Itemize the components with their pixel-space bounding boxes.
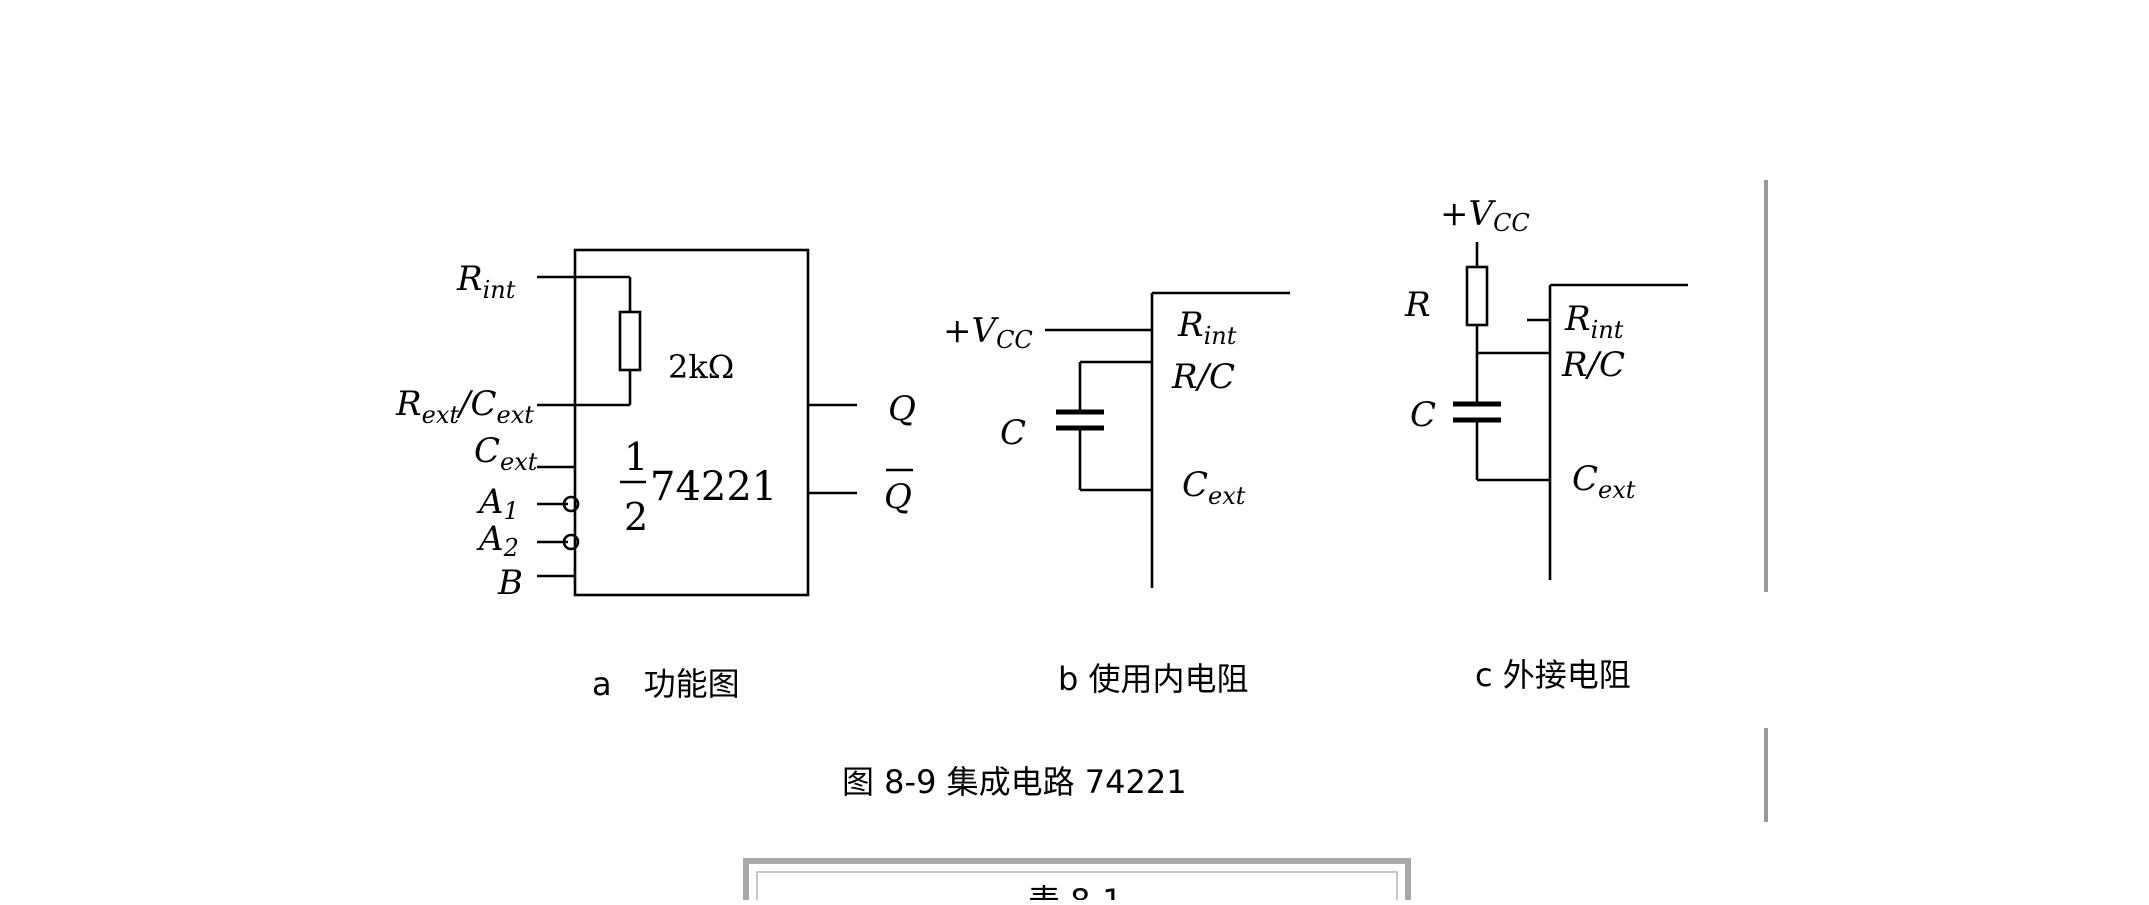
label-resistor-c: R — [1404, 285, 1431, 325]
label-rext-cext: Rext/Cext — [395, 384, 534, 429]
a1-inversion-bubble — [562, 495, 580, 513]
label-b: B — [497, 563, 523, 603]
caption-c: c 外接电阻 — [1475, 656, 1631, 694]
table-8-1-header: 表 8-1 — [743, 858, 1411, 905]
label-resistor-2k-ohm: 2kΩ — [668, 348, 734, 386]
diagram-a-functional: Rint 2kΩ Rext/Cext Cext A1 A2 B 1 2 7422… — [395, 248, 916, 603]
label-cext-b: Cext — [1182, 465, 1246, 510]
table-inner-border — [756, 871, 1398, 905]
label-rint-c: Rint — [1564, 299, 1624, 344]
figure-caption: 图 8-9 集成电路 74221 — [842, 763, 1187, 801]
label-vcc-b: +VCC — [943, 311, 1033, 354]
caption-a: a 功能图 — [592, 665, 740, 703]
label-rc-c: R/C — [1561, 345, 1625, 385]
label-q: Q — [888, 389, 916, 429]
label-qbar: Q — [884, 477, 912, 517]
label-a1: A1 — [476, 482, 519, 525]
fraction-denominator: 2 — [624, 495, 648, 539]
label-cext-c: Cext — [1572, 459, 1636, 504]
label-rint-b: Rint — [1177, 305, 1237, 350]
label-capacitor-b: C — [1000, 413, 1026, 453]
fraction-numerator: 1 — [624, 435, 648, 479]
label-chip-74221: 74221 — [650, 464, 777, 510]
label-rint-a: Rint — [456, 259, 516, 304]
diagram-c-external-resistor: +VCC R Rint R/C C Cext — [1404, 194, 1688, 580]
table-title: 表 8-1 — [1028, 882, 1122, 900]
label-cext-a: Cext — [474, 431, 538, 476]
label-rc-b: R/C — [1171, 357, 1235, 397]
label-capacitor-c: C — [1410, 395, 1436, 435]
a2-inversion-bubble — [562, 533, 580, 551]
caption-b: b 使用内电阻 — [1058, 660, 1249, 698]
external-resistor-c — [1465, 265, 1489, 327]
chip-74221-body — [573, 248, 810, 597]
internal-resistor — [618, 310, 642, 372]
diagram-b-internal-resistor: +VCC Rint R/C C Cext — [943, 291, 1290, 588]
label-a2: A2 — [476, 519, 519, 562]
label-vcc-c: +VCC — [1440, 194, 1530, 237]
table-outer-border — [743, 858, 1411, 905]
